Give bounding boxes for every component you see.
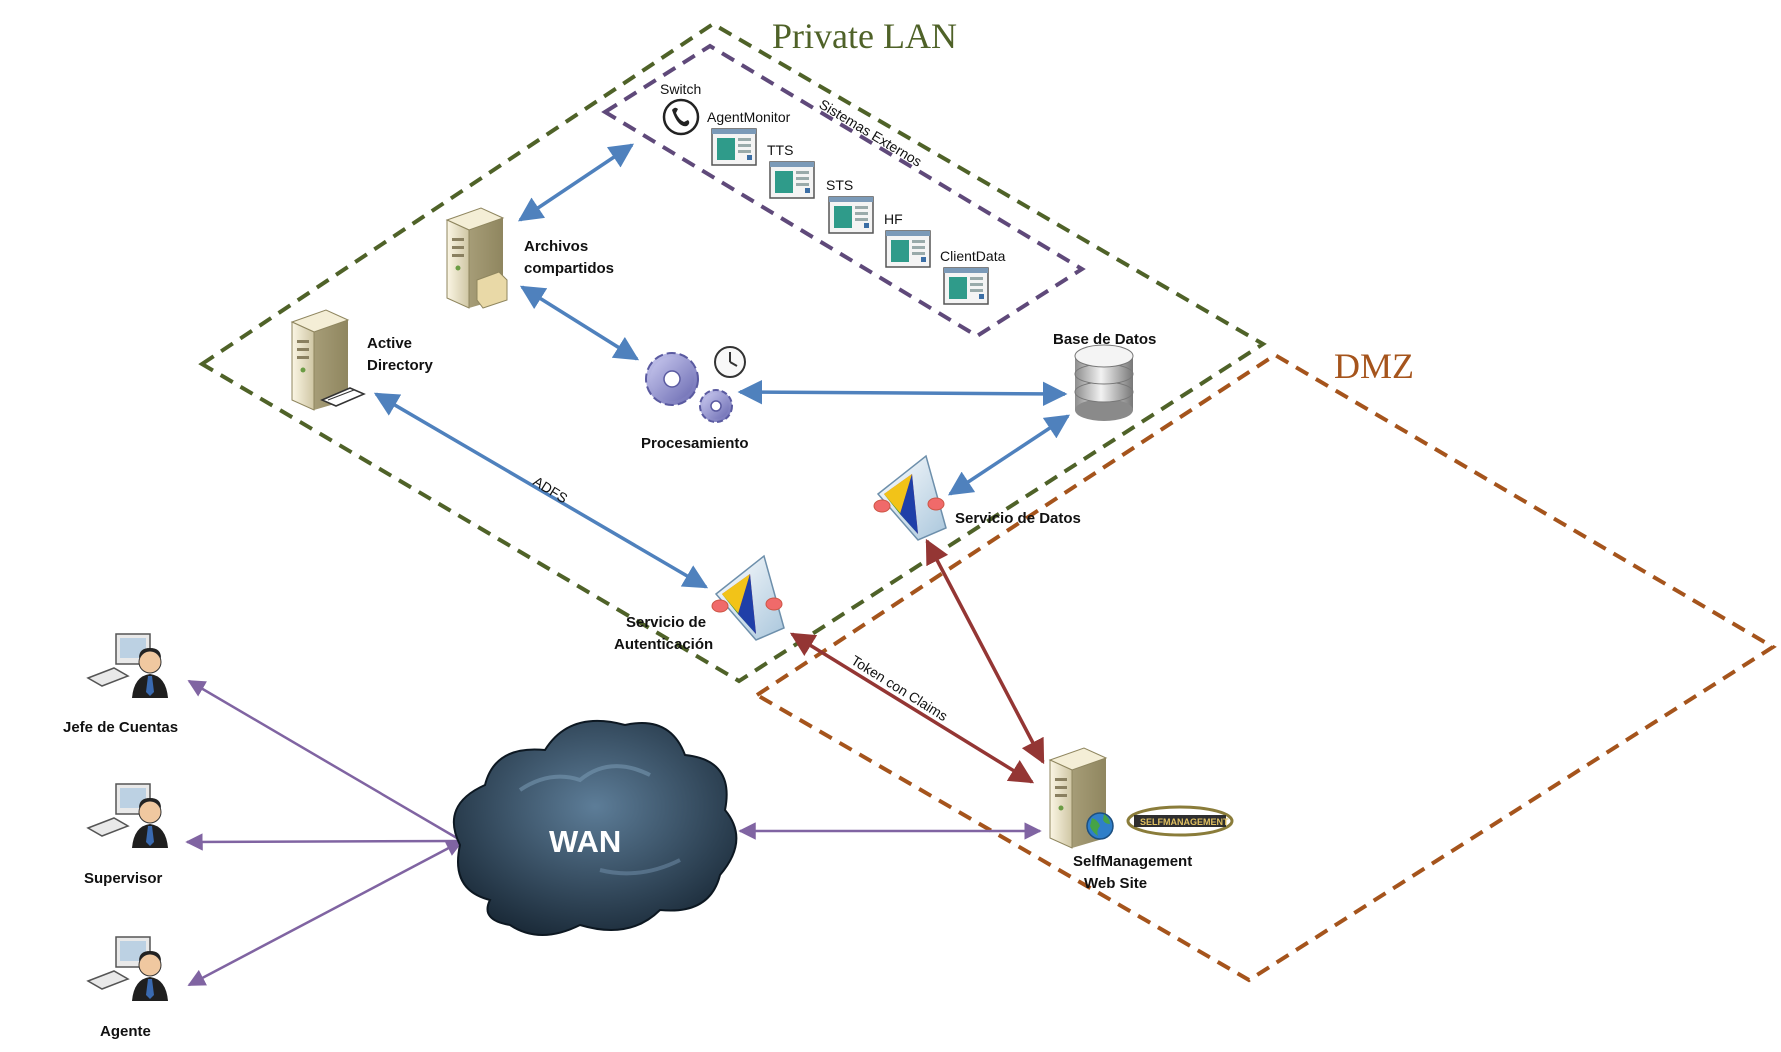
service-icon: [873, 454, 947, 541]
tts-label: TTS: [767, 142, 793, 158]
link-serviciodatos-selfmanagement: [925, 538, 1045, 765]
procesamiento-label: Procesamiento: [641, 435, 749, 452]
clientdata-label: ClientData: [940, 248, 1006, 264]
database-icon: [1074, 344, 1134, 421]
cloud-icon: [452, 719, 738, 936]
procesamiento-node[interactable]: Procesamiento: [641, 346, 749, 452]
hf-label: HF: [884, 211, 903, 227]
selfmanagement-label-line2: Web Site: [1084, 875, 1147, 892]
clientdata-node[interactable]: ClientData: [940, 248, 1006, 305]
link-activedirectory-auth: [373, 392, 709, 589]
jefe-de-cuentas-node[interactable]: Jefe de Cuentas: [63, 633, 178, 736]
app-window-icon: [769, 161, 815, 199]
user-computer-icon: [86, 633, 168, 698]
dmz-zone: DMZ: [753, 346, 1777, 983]
servicio-de-datos-node[interactable]: Servicio de Datos: [873, 454, 1081, 541]
servicio-autenticacion-node[interactable]: Servicio de Autenticación: [614, 554, 785, 653]
app-window-icon: [828, 196, 874, 234]
wan-node[interactable]: WAN: [452, 719, 738, 936]
link-wan-agente: [187, 839, 463, 987]
app-window-icon: [943, 267, 989, 305]
active-directory-label-line1: Active: [367, 335, 412, 352]
selfmanagement-node[interactable]: SELFMANAGEMENT SelfManagement Web Site: [1048, 747, 1234, 892]
archivos-label-line1: Archivos: [524, 238, 588, 255]
jefe-label: Jefe de Cuentas: [63, 719, 178, 736]
link-procesamiento-basedatos: [737, 379, 1068, 407]
agente-node[interactable]: Agente: [86, 936, 168, 1040]
base-de-datos-node[interactable]: Base de Datos: [1053, 331, 1156, 421]
servicio-de-datos-label: Servicio de Datos: [955, 510, 1081, 527]
external-systems-title: Sistemas Externos: [816, 96, 924, 170]
autenticacion-label-line1: Servicio de: [626, 614, 706, 631]
link-wan-jefe: [187, 679, 463, 843]
selfmanagement-logo-text: SELFMANAGEMENT: [1140, 817, 1229, 827]
active-directory-node[interactable]: Active Directory: [290, 309, 434, 411]
gears-icon: [645, 352, 733, 423]
hf-node[interactable]: HF: [884, 211, 931, 268]
link-auth-selfmanagement: [789, 632, 1035, 784]
link-archivos-externos: [517, 143, 635, 222]
user-computer-icon: [86, 936, 168, 1001]
token-claims-label: Token con Claims: [848, 652, 950, 724]
service-icon: [711, 554, 785, 641]
adfs-label: ADFS: [530, 473, 570, 506]
agente-label: Agente: [100, 1023, 151, 1040]
active-directory-label-line2: Directory: [367, 357, 434, 374]
dmz-title: DMZ: [1334, 346, 1414, 386]
switch-node[interactable]: Switch: [660, 81, 701, 136]
user-computer-icon: [86, 783, 168, 848]
tts-node[interactable]: TTS: [767, 142, 815, 199]
agentmonitor-node[interactable]: AgentMonitor: [707, 109, 791, 166]
link-wan-supervisor: [185, 833, 463, 851]
archivos-compartidos-node[interactable]: Archivos compartidos: [445, 207, 614, 309]
server-icon: [290, 309, 366, 411]
agentmonitor-label: AgentMonitor: [707, 109, 791, 125]
link-basedatos-serviciodatos: [947, 414, 1071, 496]
base-de-datos-label: Base de Datos: [1053, 331, 1156, 348]
archivos-label-line2: compartidos: [524, 260, 614, 277]
clock-icon: [714, 346, 746, 378]
app-window-icon: [885, 230, 931, 268]
globe-icon: [1086, 812, 1114, 840]
selfmanagement-logo: SELFMANAGEMENT: [1126, 805, 1234, 837]
supervisor-node[interactable]: Supervisor: [84, 783, 168, 887]
private-lan-title: Private LAN: [772, 16, 957, 56]
phone-icon: [662, 98, 700, 136]
switch-label: Switch: [660, 81, 701, 97]
sts-label: STS: [826, 177, 853, 193]
app-window-icon: [711, 128, 757, 166]
autenticacion-label-line2: Autenticación: [614, 636, 713, 653]
supervisor-label: Supervisor: [84, 870, 163, 887]
link-archivos-procesamiento: [519, 285, 640, 361]
selfmanagement-label-line1: SelfManagement: [1073, 853, 1192, 870]
wan-label: WAN: [549, 824, 621, 859]
sts-node[interactable]: STS: [826, 177, 874, 234]
server-icon: [445, 207, 508, 309]
